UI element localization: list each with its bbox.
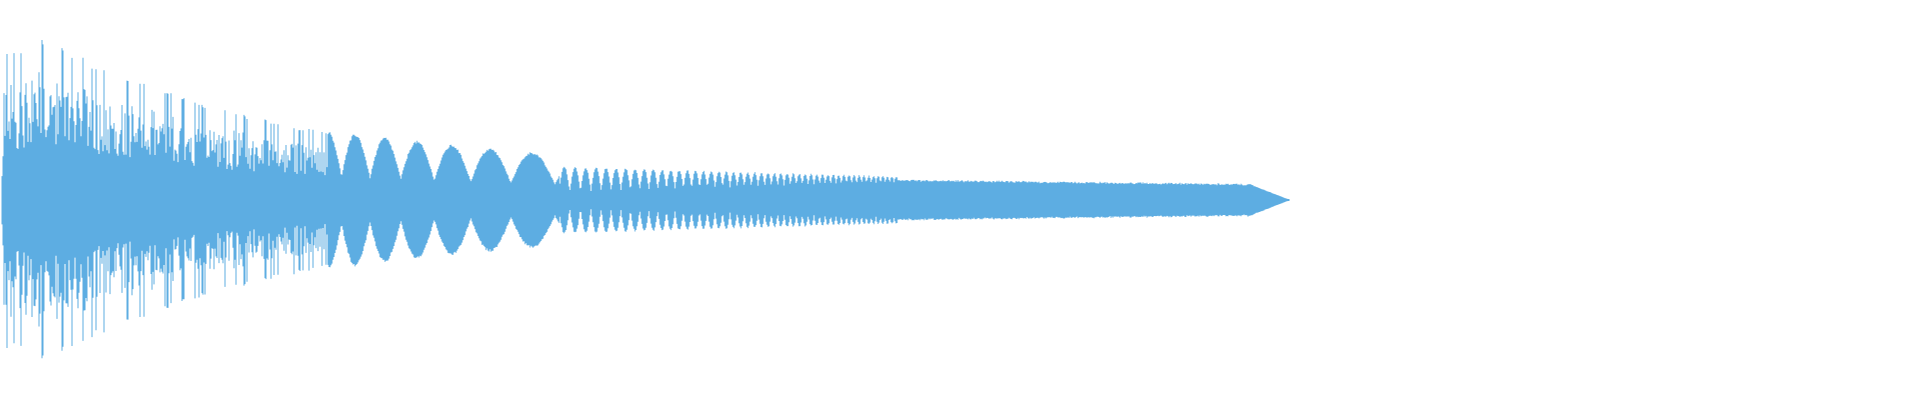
waveform-path (1, 40, 1290, 359)
waveform-bars (1, 40, 1290, 359)
